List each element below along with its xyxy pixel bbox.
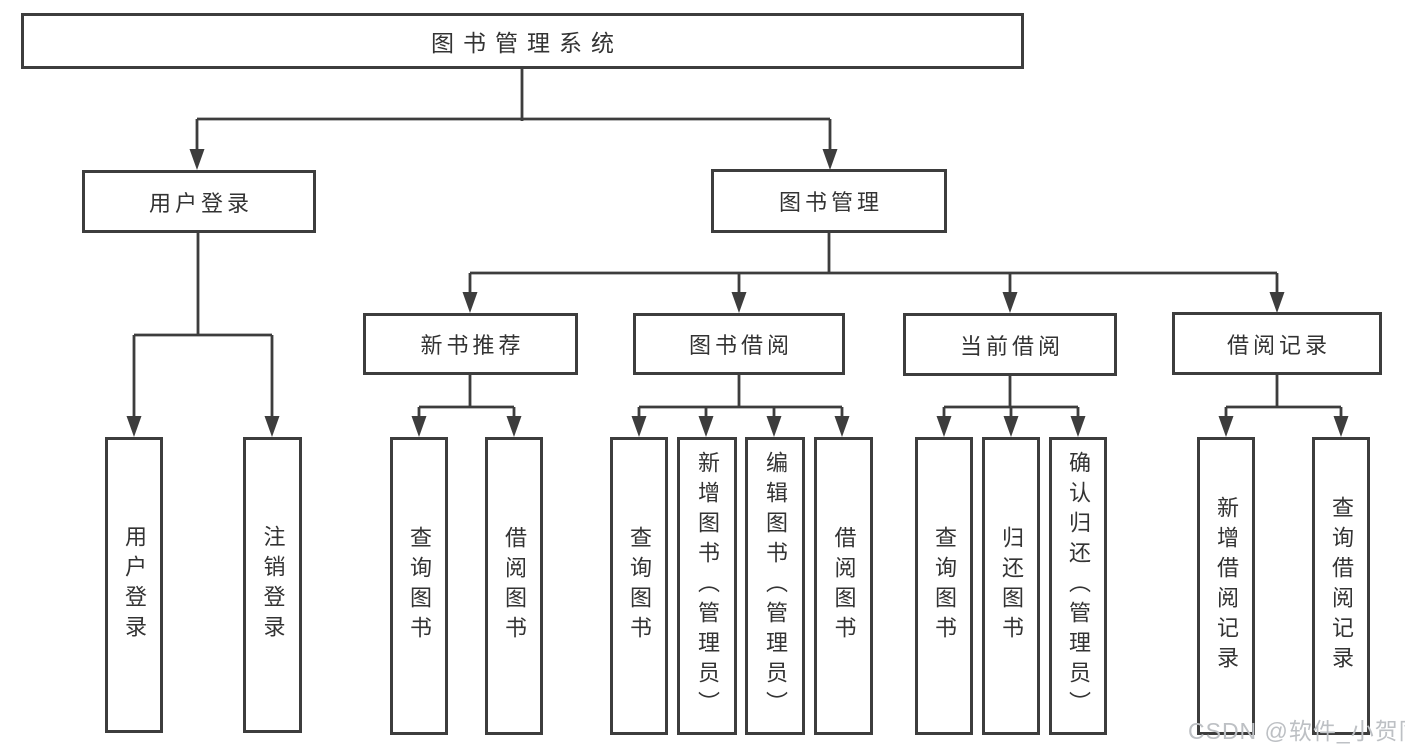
node-label: 查询图书 [627, 526, 652, 646]
node-label: 编辑图书（管理员） [763, 451, 788, 721]
node-user-login: 用户登录 [82, 170, 316, 233]
watermark: CSDN @软件_小贺同学 [1188, 718, 1405, 744]
leaf-newbook-query-books: 查询图书 [390, 437, 448, 735]
leaf-borrow-edit-books-admin: 编辑图书（管理员） [745, 437, 805, 735]
node-label: 图书借阅 [688, 333, 793, 358]
node-label: 借阅图书 [502, 526, 527, 646]
node-new-book-recommend: 新书推荐 [363, 313, 578, 375]
node-book-management: 图书管理 [711, 169, 947, 233]
node-label: 用户登录 [148, 190, 253, 216]
node-borrow-records: 借阅记录 [1172, 312, 1382, 375]
leaf-current-query-books: 查询图书 [915, 437, 973, 735]
leaf-current-confirm-return-admin: 确认归还（管理员） [1049, 437, 1107, 735]
node-label: 查询图书 [932, 526, 957, 646]
leaf-records-query-record: 查询借阅记录 [1312, 437, 1370, 735]
node-label: 图书管理 [778, 190, 883, 215]
leaf-logout: 注销登录 [243, 437, 302, 733]
node-label: 新增借阅记录 [1214, 496, 1239, 676]
leaf-user-login: 用户登录 [105, 437, 163, 733]
node-label: 借阅图书 [831, 526, 857, 646]
node-label: 借阅记录 [1226, 332, 1331, 358]
node-label: 查询图书 [407, 526, 432, 646]
node-label: 新增图书（管理员） [695, 451, 720, 721]
leaf-borrow-add-books-admin: 新增图书（管理员） [677, 437, 737, 735]
leaf-borrow-borrow-books: 借阅图书 [814, 437, 873, 735]
node-label: 当前借阅 [959, 333, 1064, 359]
node-current-borrow: 当前借阅 [903, 313, 1117, 376]
leaf-borrow-query-books: 查询图书 [610, 437, 668, 735]
node-label: 图书管理系统 [431, 30, 623, 56]
node-book-borrow: 图书借阅 [633, 313, 845, 375]
node-label: 用户登录 [122, 525, 147, 645]
leaf-current-return-books: 归还图书 [982, 437, 1040, 735]
node-label: 注销登录 [260, 525, 286, 645]
node-label: 归还图书 [999, 526, 1024, 646]
node-label: 新书推荐 [420, 333, 525, 358]
leaf-records-add-record: 新增借阅记录 [1197, 437, 1255, 735]
node-label: 查询借阅记录 [1329, 496, 1354, 676]
leaf-newbook-borrow-books: 借阅图书 [485, 437, 543, 735]
node-label: 确认归还（管理员） [1066, 451, 1091, 721]
node-library-management-system: 图书管理系统 [21, 13, 1024, 69]
